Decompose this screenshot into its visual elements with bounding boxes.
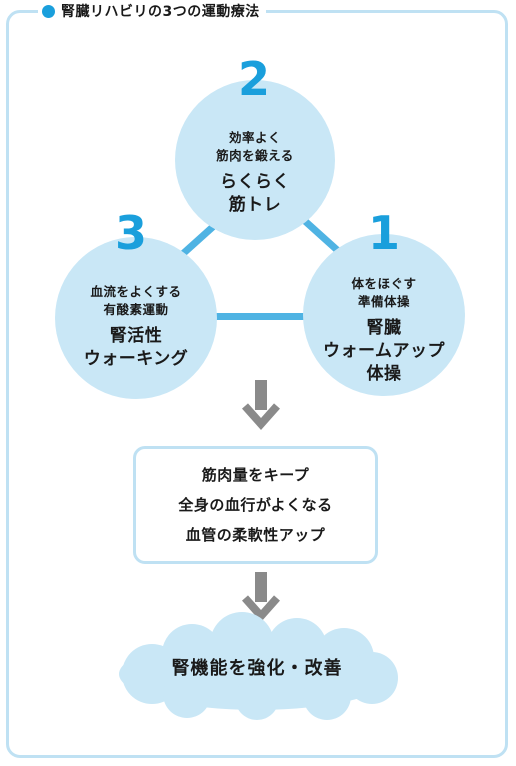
number-3: 3 (115, 206, 148, 260)
arrow-down-icon (242, 572, 280, 623)
cloud-shape (119, 612, 398, 720)
circle-1-sub2: 準備体操 (357, 293, 410, 309)
effect-line: 全身の血行がよくなる (178, 496, 333, 514)
bullet-dot-icon (42, 4, 55, 18)
arrow-down-icon (242, 380, 280, 431)
circle-walking: 血流をよくする 有酸素運動 腎活性 ウォーキング (55, 237, 217, 399)
circle-1-main3: 体操 (366, 363, 402, 384)
effect-line: 筋肉量をキープ (201, 466, 310, 484)
result-text: 腎機能を強化・改善 (171, 658, 343, 679)
circle-muscle-training: 効率よく 筋肉を鍛える らくらく 筋トレ (175, 80, 335, 240)
connector-bottom (214, 313, 306, 320)
number-2: 2 (238, 52, 271, 106)
circle-1-main1: 腎臓 (366, 317, 402, 338)
circle-3-main1: 腎活性 (109, 326, 163, 346)
circle-1-sub1: 体をほぐす (351, 275, 417, 291)
circle-2-sub2: 筋肉を鍛える (216, 148, 294, 163)
circle-1-main2: ウォームアップ (323, 340, 445, 361)
effect-line: 血管の柔軟性アップ (185, 526, 326, 544)
circle-3-main2: ウォーキング (83, 349, 189, 369)
circle-2-sub1: 効率よく (228, 130, 281, 145)
circle-3-sub2: 有酸素運動 (103, 302, 169, 317)
effects-box: 筋肉量をキープ 全身の血行がよくなる 血管の柔軟性アップ (133, 446, 378, 564)
circle-2-main1: らくらく (220, 172, 290, 192)
number-1: 1 (368, 206, 401, 260)
circle-warmup: 体をほぐす 準備体操 腎臓 ウォームアップ 体操 (303, 234, 465, 396)
diagram-title: 腎臓リハビリの3つの運動療法 (38, 0, 266, 22)
title-text: 腎臓リハビリの3つの運動療法 (61, 4, 260, 20)
circle-2-main2: 筋トレ (228, 195, 282, 215)
circle-3-sub1: 血流をよくする (90, 284, 182, 299)
